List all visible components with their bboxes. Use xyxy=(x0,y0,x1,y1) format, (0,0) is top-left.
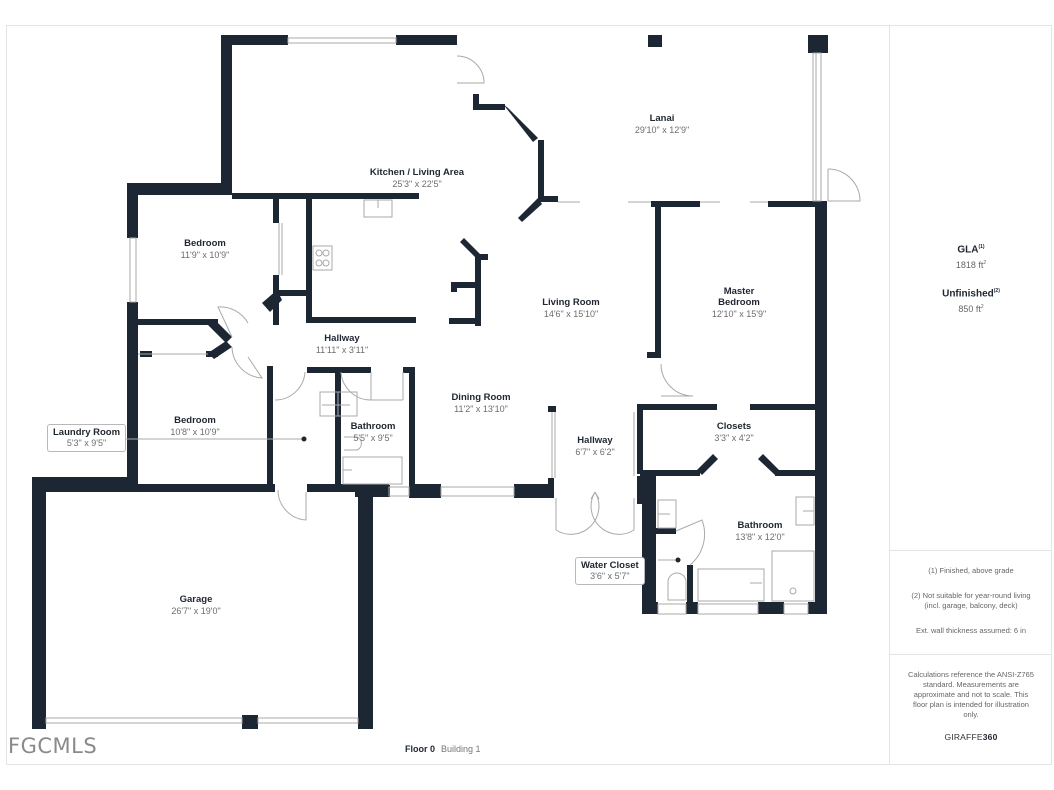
room-label-bathroom-1: Bathroom 5'5" x 9'5" xyxy=(351,421,396,444)
floor-caption: Floor 0 Building 1 xyxy=(405,744,481,754)
room-name: Kitchen / Living Area xyxy=(369,167,465,178)
unfinished-footnote-mark: (2) xyxy=(993,288,1000,294)
room-label-hallway-1: Hallway 11'11" x 3'11" xyxy=(316,333,368,356)
room-label-water-closet: Water Closet 3'6" x 5'7" xyxy=(575,557,645,585)
room-dims: 13'8" x 12'0" xyxy=(735,532,785,542)
room-dims: 11'11" x 3'11" xyxy=(315,345,369,355)
summary-sidebar: GLA(1) 1818 ft2 Unfinished(2) 850 ft2 (1… xyxy=(889,25,1052,765)
giraffe360-logo: GIRAFFE360 xyxy=(890,732,1052,742)
room-label-lanai: Lanai 29'10" x 12'9" xyxy=(635,113,689,136)
disclaimer-line: approximate and not to scale. This xyxy=(913,690,1029,699)
room-dims: 6'7" x 6'2" xyxy=(575,447,615,457)
room-name: Hallway xyxy=(324,333,360,344)
sidebar-divider xyxy=(890,654,1052,655)
unfinished-value: 850 ft xyxy=(958,304,981,315)
room-name: Living Room xyxy=(542,297,600,308)
wall-thickness-note: Ext. wall thickness assumed: 6 in xyxy=(915,626,1027,635)
floor-plan-drawing xyxy=(32,35,861,729)
room-label-bathroom-2: Bathroom 13'8" x 12'0" xyxy=(735,520,784,543)
room-name: Bedroom xyxy=(174,415,216,426)
room-name: Dining Room xyxy=(451,392,511,403)
sidebar-divider xyxy=(890,550,1052,551)
room-name: Bathroom xyxy=(737,520,783,531)
room-name: Water Closet xyxy=(581,560,639,571)
room-label-garage: Garage 26'7" x 19'0" xyxy=(171,594,220,617)
footnotes: (1) Finished, above grade (2) Not suitab… xyxy=(890,566,1052,636)
room-label-master-bedroom: Master Bedroom 12'10" x 15'9" xyxy=(712,286,766,320)
room-name: Hallway xyxy=(577,435,613,446)
unfinished-unit-sup: 2 xyxy=(980,304,984,311)
room-label-living-room: Living Room 14'6" x 15'10" xyxy=(542,297,600,320)
room-name: Closets xyxy=(716,421,752,432)
water-closet-pointer-dot xyxy=(675,557,681,563)
room-dims: 25'3" x 22'5" xyxy=(392,179,442,189)
room-dims: 11'2" x 13'10" xyxy=(454,404,508,414)
disclaimer: Calculations reference the ANSI-Z765 sta… xyxy=(890,670,1052,720)
room-dims: 3'6" x 5'7" xyxy=(590,571,630,581)
gla-section: GLA(1) 1818 ft2 xyxy=(890,244,1052,270)
disclaimer-line: Calculations reference the ANSI-Z765 xyxy=(908,670,1034,679)
footnote-2-line2: (incl. garage, balcony, deck) xyxy=(924,601,1018,610)
fixtures-and-openings xyxy=(45,37,861,724)
room-label-bedroom-1: Bedroom 11'9" x 10'9" xyxy=(181,238,230,261)
room-label-kitchen-living: Kitchen / Living Area 25'3" x 22'5" xyxy=(370,167,464,190)
room-name: Garage xyxy=(179,594,213,605)
gla-unit-sup: 2 xyxy=(983,260,987,267)
entry-arrow-icon xyxy=(590,491,600,500)
brand-prefix: GIRAFFE xyxy=(944,732,983,742)
room-dims: 26'7" x 19'0" xyxy=(171,606,221,616)
room-label-bedroom-2: Bedroom 10'8" x 10'9" xyxy=(170,415,219,438)
room-name: Bedroom xyxy=(184,238,226,249)
room-label-closets: Closets 3'3" x 4'2" xyxy=(714,421,753,444)
unfinished-label: Unfinished xyxy=(942,288,994,300)
room-label-hallway-2: Hallway 6'7" x 6'2" xyxy=(575,435,614,458)
disclaimer-line: standard. Measurements are xyxy=(923,680,1019,689)
laundry-pointer-dot xyxy=(301,436,307,442)
room-dims: 3'3" x 4'2" xyxy=(714,433,754,443)
room-name-line2: Bedroom xyxy=(718,297,760,308)
footnote-2-line1: (2) Not suitable for year-round living xyxy=(911,591,1031,600)
room-dims: 14'6" x 15'10" xyxy=(543,309,599,319)
unfinished-section: Unfinished(2) 850 ft2 xyxy=(890,288,1052,314)
room-dims: 5'5" x 9'5" xyxy=(353,433,393,443)
room-name: Bathroom xyxy=(350,421,396,432)
room-dims: 5'3" x 9'5" xyxy=(66,438,107,448)
room-dims: 29'10" x 12'9" xyxy=(634,125,690,135)
room-dims: 11'9" x 10'9" xyxy=(180,250,230,260)
disclaimer-line: floor plan is intended for illustration xyxy=(913,700,1029,709)
gla-label: GLA xyxy=(957,244,979,256)
floor-label: Floor 0 xyxy=(405,744,436,754)
room-dims: 12'10" x 15'9" xyxy=(711,309,767,319)
room-name: Laundry Room xyxy=(53,427,121,438)
walls xyxy=(32,35,828,729)
room-name: Lanai xyxy=(649,113,675,124)
room-dims: 10'8" x 10'9" xyxy=(170,427,220,437)
room-name-line1: Master xyxy=(723,286,755,297)
gla-value: 1818 ft xyxy=(955,260,984,271)
disclaimer-line: only. xyxy=(963,710,979,719)
footnote-1: (1) Finished, above grade xyxy=(928,566,1014,575)
brand-suffix: 360 xyxy=(982,732,998,742)
drawing-frame xyxy=(6,25,1052,765)
gla-footnote-mark: (1) xyxy=(978,244,985,250)
room-label-dining-room: Dining Room 11'2" x 13'10" xyxy=(451,392,510,415)
mls-watermark: FGCMLS xyxy=(8,734,98,758)
room-label-laundry-room: Laundry Room 5'3" x 9'5" xyxy=(47,424,127,452)
building-label: Building 1 xyxy=(441,744,481,754)
